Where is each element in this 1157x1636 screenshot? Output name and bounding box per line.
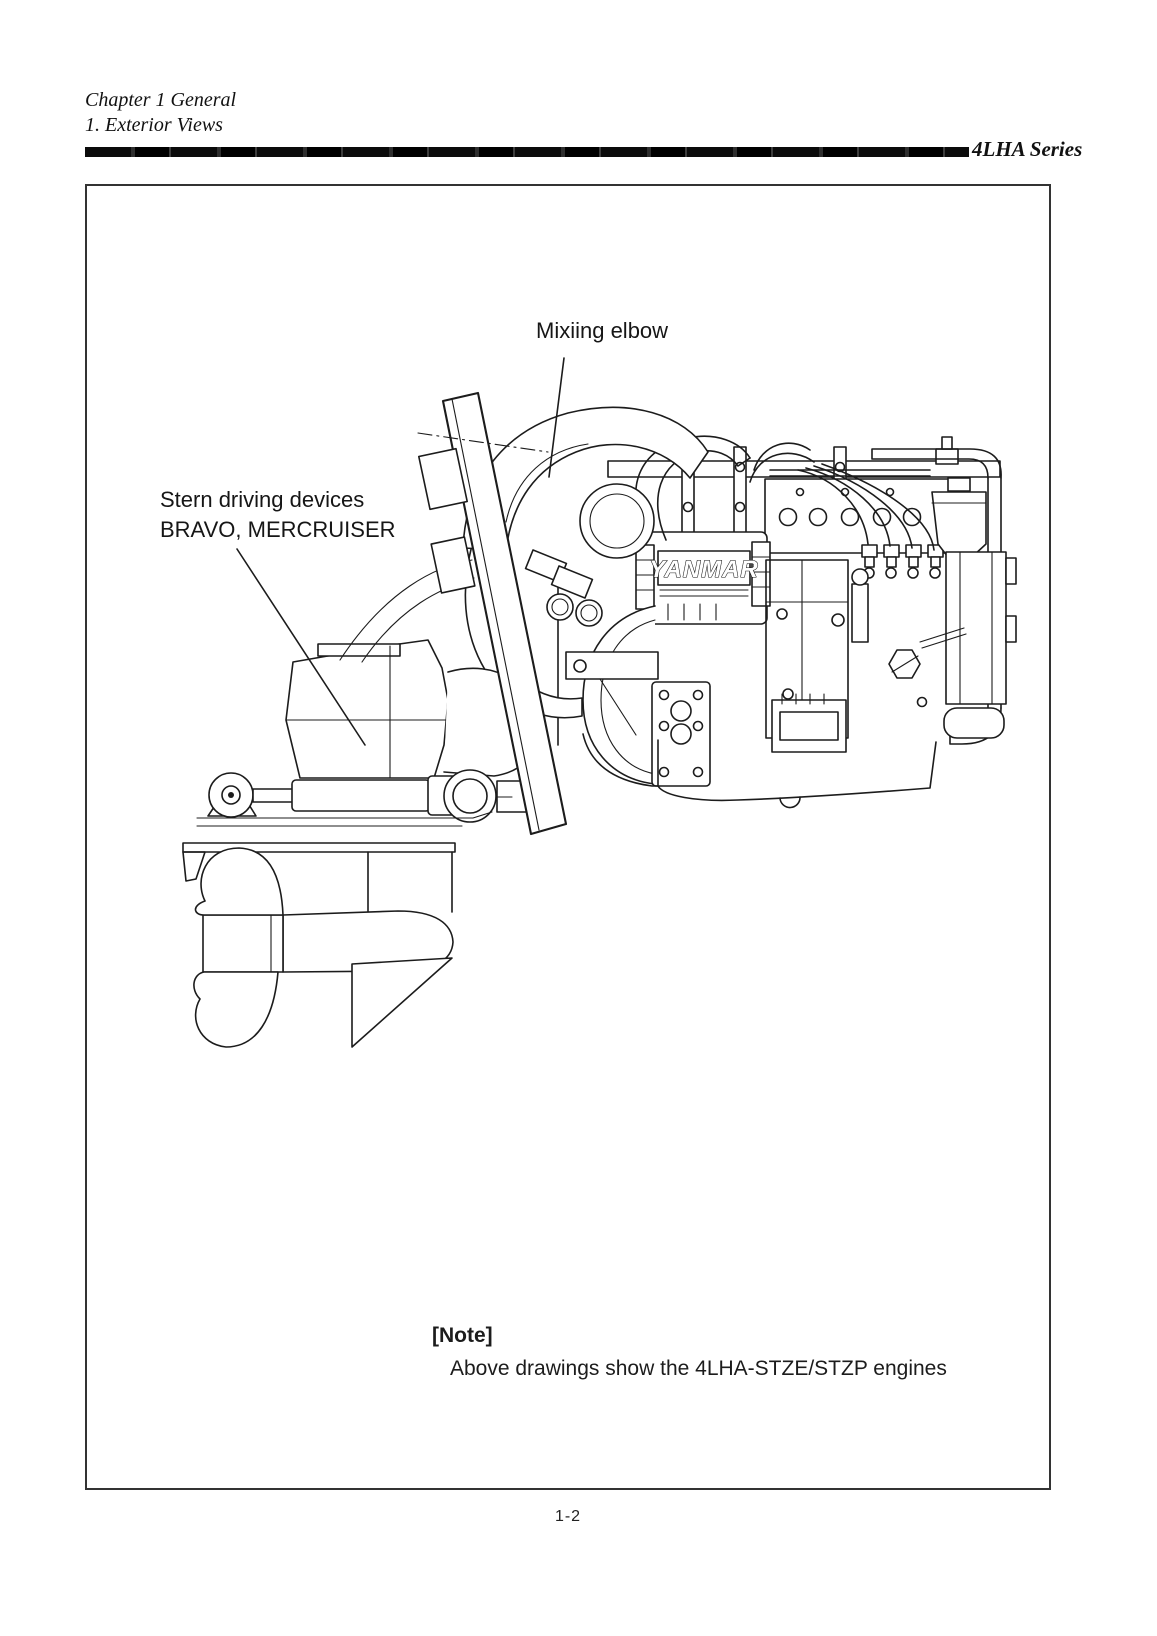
page-number: 1-2 bbox=[554, 1508, 582, 1525]
stern-drive-lower-unit bbox=[182, 842, 456, 1048]
propeller-hub bbox=[202, 914, 284, 973]
engine-block: YANMAR bbox=[557, 435, 1017, 809]
engine-exterior-diagram: YANMAR bbox=[182, 357, 1017, 1048]
propeller-blade-lower bbox=[193, 971, 279, 1048]
oil-pan bbox=[582, 733, 937, 809]
injection-pipes bbox=[769, 463, 935, 551]
note-body: Above drawings show the 4LHA-STZE/STZP e… bbox=[450, 1357, 947, 1380]
label-mixing-elbow: Mixiing elbow bbox=[536, 318, 669, 343]
header-rule bbox=[85, 147, 969, 157]
injection-pump bbox=[765, 559, 967, 753]
figure-box bbox=[85, 184, 1051, 1490]
engine-logo-text: YANMAR bbox=[649, 556, 759, 583]
mixing-elbow-leader bbox=[548, 357, 565, 478]
label-stern-line2: BRAVO, MERCRUISER bbox=[160, 517, 396, 542]
leader-lines bbox=[236, 357, 565, 746]
label-stern-devices: Stern driving devices BRAVO, MERCRUISER bbox=[160, 485, 396, 545]
stern-drive-housing bbox=[196, 559, 539, 827]
note-title: [Note] bbox=[432, 1324, 493, 1347]
figure-note: [Note] Above drawings show the 4LHA-STZE… bbox=[432, 1324, 947, 1381]
page-header: Chapter 1 General 1. Exterior Views bbox=[85, 88, 1065, 138]
skeg-fin bbox=[351, 957, 453, 1048]
flywheel-housing bbox=[565, 605, 711, 787]
trim-cylinder bbox=[207, 769, 531, 823]
label-stern-line1: Stern driving devices bbox=[160, 487, 365, 512]
series-label: 4LHA Series bbox=[972, 137, 1083, 161]
fuel-injectors bbox=[861, 544, 944, 579]
propeller-blade-upper bbox=[194, 847, 284, 916]
heat-exchanger bbox=[943, 551, 1017, 739]
section-title: 1. Exterior Views bbox=[85, 114, 223, 136]
header-rule-row: 4LHA Series bbox=[85, 137, 1082, 161]
centerline bbox=[417, 432, 549, 453]
chapter-title: Chapter 1 General bbox=[85, 89, 237, 111]
transom-shield-bar bbox=[417, 391, 568, 836]
stern-devices-leader bbox=[236, 548, 366, 746]
rocker-cover: YANMAR bbox=[635, 531, 771, 625]
fuel-filter bbox=[931, 477, 987, 580]
